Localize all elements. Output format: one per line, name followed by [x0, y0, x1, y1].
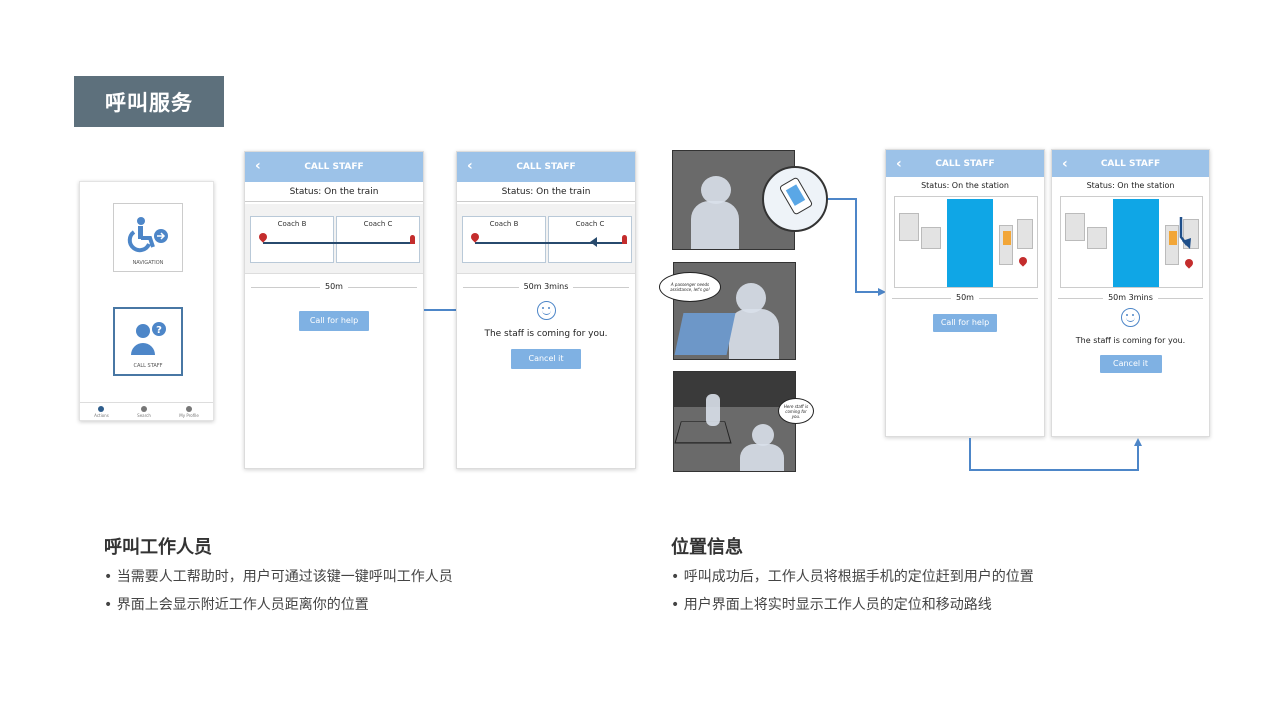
coach-b-box: Coach B	[462, 216, 546, 263]
flow-arrow-2	[828, 198, 886, 296]
user-icon	[186, 405, 193, 412]
call-staff-tile[interactable]: ? CALL STAFF	[113, 307, 183, 376]
status-text: Status: On the train	[457, 182, 635, 202]
call-staff-screen-3: ‹ CALL STAFF Status: On the station 50m …	[885, 149, 1045, 437]
platform-sketch	[674, 421, 732, 444]
user-location-pin-icon	[1183, 257, 1195, 269]
comic-panel-3	[673, 371, 796, 472]
wheelchair-icon	[127, 217, 168, 253]
staff-coming-message: The staff is coming for you.	[1075, 336, 1186, 345]
screen-header: ‹ CALL STAFF	[886, 150, 1044, 177]
search-icon	[141, 405, 148, 412]
call-for-help-button[interactable]: Call for help	[933, 314, 997, 332]
route-line	[475, 242, 625, 244]
svg-text:?: ?	[156, 325, 162, 336]
station-map	[894, 196, 1038, 288]
staff-sketch	[736, 283, 766, 313]
distance-text: 50m	[886, 293, 1044, 302]
map-block	[899, 213, 919, 241]
left-bullet-1: • 当需要人工帮助时，用户可通过该键一键呼叫工作人员	[104, 569, 453, 585]
call-staff-screen-4: ‹ CALL STAFF Status: On the station 50m …	[1051, 149, 1210, 437]
left-bullet-2: • 界面上会显示附近工作人员距离你的位置	[104, 597, 369, 613]
coach-c-box: Coach C	[336, 216, 420, 263]
staff-location-icon	[622, 235, 627, 244]
screen-header: ‹ CALL STAFF	[1052, 150, 1209, 177]
train-map: Coach B Coach C	[245, 204, 423, 274]
staff-location-icon	[410, 235, 415, 244]
station-map	[1060, 196, 1203, 288]
call-staff-screen-2: ‹ CALL STAFF Status: On the train Coach …	[456, 151, 636, 469]
map-block	[1017, 219, 1033, 249]
character-body-sketch	[691, 201, 739, 249]
distance-time-text: 50m 3mins	[457, 282, 635, 291]
right-bullet-2: • 用户界面上将实时显示工作人员的定位和移动路线	[671, 597, 992, 613]
tab-actions[interactable]: Actions	[94, 405, 109, 418]
section-title-tag: 呼叫服务	[74, 76, 224, 127]
left-section-title: 呼叫工作人员	[104, 537, 212, 558]
speech-bubble-2: Here staff is coming for you.	[778, 398, 814, 424]
staff-direction-arrow-icon	[590, 237, 597, 247]
back-button[interactable]: ‹	[467, 158, 473, 174]
comic-panel-1	[672, 150, 795, 250]
status-text: Status: On the station	[1086, 181, 1175, 190]
map-block	[921, 227, 941, 249]
staff-question-icon: ?	[131, 322, 166, 355]
navigation-tile[interactable]: NAVIGATION	[113, 203, 183, 272]
map-block	[1065, 213, 1085, 241]
screen-header: ‹ CALL STAFF	[457, 152, 635, 182]
back-button[interactable]: ‹	[255, 158, 261, 174]
screen-header: ‹ CALL STAFF	[245, 152, 423, 182]
passenger-sketch	[706, 394, 720, 426]
header-title: CALL STAFF	[516, 162, 576, 172]
navigation-label: NAVIGATION	[132, 260, 164, 266]
status-text: Status: On the station	[921, 181, 1009, 190]
coach-b-label: Coach B	[277, 220, 307, 228]
laptop-sketch	[674, 313, 736, 355]
staff-head-sketch	[752, 424, 774, 446]
status-text: Status: On the train	[245, 182, 423, 202]
character-sketch	[701, 176, 731, 204]
coach-c-label: Coach C	[363, 220, 393, 228]
header-title: CALL STAFF	[1100, 158, 1161, 169]
cancel-button[interactable]: Cancel it	[511, 349, 581, 369]
escalator-marker	[1169, 231, 1177, 245]
map-block	[1087, 227, 1107, 249]
escalator-marker	[1003, 231, 1011, 245]
distance-text: 50m	[245, 282, 423, 291]
train-backdrop	[674, 372, 795, 407]
tab-bar: Actions Search My Profile	[80, 402, 213, 420]
phone-in-hand-icon	[779, 177, 813, 215]
flow-arrow-3	[969, 438, 1142, 471]
back-button[interactable]: ‹	[1062, 156, 1068, 172]
speech-bubble-1: A passenger needs assistance, let's go!	[659, 272, 721, 302]
coach-c-label: Coach C	[575, 220, 605, 228]
staff-coming-message: The staff is coming for you.	[484, 329, 608, 339]
platform-area	[947, 199, 993, 287]
platform-area	[1113, 199, 1159, 287]
user-location-pin-icon	[1017, 255, 1029, 267]
cancel-button[interactable]: Cancel it	[1099, 355, 1162, 373]
right-bullet-1: • 呼叫成功后，工作人员将根据手机的定位赶到用户的位置	[671, 569, 1034, 585]
smiley-icon	[536, 301, 556, 320]
distance-time-text: 50m 3mins	[1052, 293, 1209, 302]
info-icon	[98, 405, 105, 412]
staff-route-arrow-icon	[1179, 217, 1191, 249]
right-section-title: 位置信息	[671, 537, 743, 558]
tab-profile[interactable]: My Profile	[179, 405, 199, 418]
tab-search[interactable]: Search	[137, 405, 151, 418]
staff-body-sketch	[729, 309, 779, 359]
train-map: Coach B Coach C	[457, 204, 635, 274]
header-title: CALL STAFF	[935, 158, 995, 169]
smiley-icon	[1121, 308, 1140, 327]
route-line	[263, 242, 413, 244]
home-screen: NAVIGATION ? CALL STAFF Actions Search M…	[79, 181, 214, 421]
header-title: CALL STAFF	[304, 162, 364, 172]
phone-closeup-circle	[762, 166, 828, 232]
back-button[interactable]: ‹	[896, 156, 902, 172]
call-staff-screen-1: ‹ CALL STAFF Status: On the train Coach …	[244, 151, 424, 469]
call-staff-label: CALL STAFF	[133, 363, 163, 369]
staff-body-sketch	[740, 444, 784, 471]
coach-b-label: Coach B	[489, 220, 519, 228]
call-for-help-button[interactable]: Call for help	[299, 311, 369, 331]
